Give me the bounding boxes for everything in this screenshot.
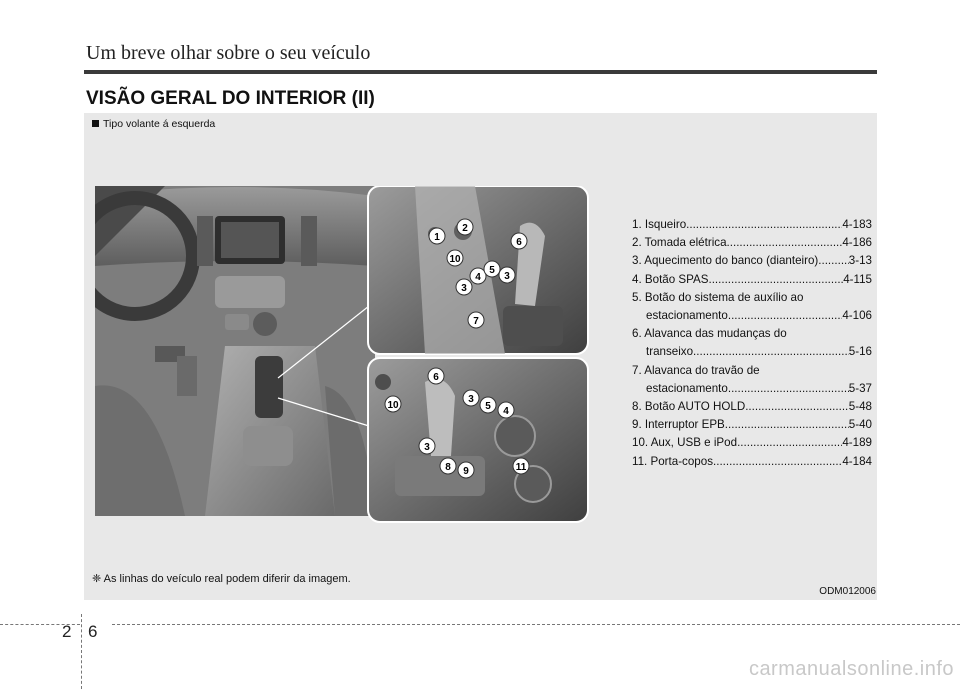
callout: 1	[428, 227, 446, 245]
callout: 11	[512, 457, 530, 475]
item-label: 7. Alavanca do travão de	[632, 363, 760, 377]
item-page: 5-37	[848, 381, 872, 395]
callout-label: 7	[473, 316, 479, 327]
callout-label: 11	[516, 462, 527, 473]
callout: 10	[446, 249, 464, 267]
list-item: 8. Botão AUTO HOLD 5-48	[632, 398, 872, 416]
callout-label: 10	[387, 400, 399, 411]
callout-label: 3	[504, 271, 510, 282]
callout: 5	[479, 396, 497, 414]
chapter-number: 2	[62, 622, 72, 641]
item-page: 3-13	[848, 254, 872, 268]
callout: 2	[456, 218, 474, 236]
callout-label: 3	[461, 283, 467, 294]
list-item: 10. Aux, USB e iPod 4-189	[632, 434, 872, 452]
list-item: 3. Aquecimento do banco (dianteiro) 3-13	[632, 252, 872, 270]
interior-illustration: 1 2 6 10 4 5 3 3 7 6 10 3 5 4 3 8 9 11	[95, 186, 589, 523]
callout: 9	[457, 461, 475, 479]
callout-label: 2	[462, 223, 468, 234]
page-number: 6	[88, 622, 98, 641]
callout: 10	[384, 395, 402, 413]
item-page: 4-183	[842, 218, 872, 231]
callout-label: 5	[489, 265, 495, 276]
callout-label: 5	[485, 401, 491, 412]
callout: 6	[510, 232, 528, 250]
item-label: 2. Tomada elétrica	[632, 236, 727, 250]
callout: 3	[498, 266, 516, 284]
list-item: 2. Tomada elétrica 4-186	[632, 234, 872, 252]
item-page: 4-186	[842, 236, 872, 250]
item-label-cont: estacionamento	[646, 381, 728, 395]
callout-label: 10	[449, 254, 461, 265]
item-label: 6. Alavanca das mudanças do	[632, 327, 787, 341]
item-label-cont: estacionamento	[646, 309, 728, 323]
image-code: ODM012006	[819, 586, 876, 597]
list-item: 7. Alavanca do travão de estacionamento 5…	[632, 362, 872, 398]
item-label: 3. Aquecimento do banco (dianteiro)	[632, 254, 819, 268]
callout-label: 6	[433, 372, 439, 383]
header-rule	[84, 70, 877, 74]
list-item: 6. Alavanca das mudanças do transeixo 5-1…	[632, 325, 872, 361]
callout-label: 8	[445, 462, 451, 473]
callout-label: 9	[463, 466, 469, 477]
callout-label: 1	[434, 232, 440, 243]
item-label-cont: transeixo	[646, 345, 694, 359]
callouts-bottom: 6 10 3 5 4 3 8 9 11	[384, 367, 530, 479]
list-item: 4. Botão SPAS 4-115	[632, 271, 872, 289]
item-list: 1. Isqueiro 4-183 2. Tomada elétrica 4-186…	[632, 216, 872, 471]
item-label: 5. Botão do sistema de auxílio ao	[632, 290, 804, 304]
footer-divider	[0, 624, 80, 625]
item-page: 5-48	[848, 400, 872, 414]
item-label: 1. Isqueiro	[632, 218, 687, 231]
item-page: 4-189	[842, 436, 872, 450]
bullet-square-icon	[92, 120, 99, 127]
panel-note-text: Tipo volante á esquerda	[103, 118, 216, 130]
watermark: carmanualsonline.info	[748, 658, 954, 680]
list-item: 9. Interruptor EPB 5-40	[632, 416, 872, 434]
callout: 3	[418, 437, 436, 455]
gear-console-inset-bottom	[367, 357, 589, 523]
callout-label: 6	[516, 237, 522, 248]
item-label: 9. Interruptor EPB	[632, 418, 725, 432]
callout: 3	[455, 278, 473, 296]
callout: 7	[467, 311, 485, 329]
list-item: 11. Porta-copos 4-184	[632, 453, 872, 471]
footer-divider	[112, 624, 960, 625]
callout: 4	[469, 267, 487, 285]
callout: 3	[462, 389, 480, 407]
callout-label: 4	[503, 406, 509, 417]
footnote: ❈ As linhas do veículo real podem diferi…	[92, 573, 351, 585]
callouts-top: 1 2 6 10 4 5 3 3 7	[428, 218, 528, 329]
item-page: 5-40	[848, 418, 872, 432]
callout-label: 4	[475, 272, 481, 283]
section-title: VISÃO GERAL DO INTERIOR (II)	[86, 88, 375, 109]
item-page: 4-106	[842, 309, 872, 323]
callout: 8	[439, 457, 457, 475]
callout-label: 3	[424, 442, 430, 453]
panel-note: Tipo volante á esquerda	[92, 118, 215, 130]
item-label: 10. Aux, USB e iPod	[632, 436, 738, 450]
list-item: 1. Isqueiro 4-183	[632, 216, 872, 234]
header-title: Um breve olhar sobre o seu veículo	[86, 42, 371, 64]
item-label: 11. Porta-copos	[632, 454, 713, 468]
item-label: 8. Botão AUTO HOLD	[632, 400, 746, 414]
list-item: 5. Botão do sistema de auxílio ao estaci…	[632, 289, 872, 325]
callout: 6	[427, 367, 445, 385]
callout: 5	[483, 260, 501, 278]
item-page: 4-184	[842, 454, 872, 468]
dashboard-image	[95, 186, 375, 516]
item-label: 4. Botão SPAS	[632, 272, 709, 286]
item-page: 4-115	[843, 272, 872, 286]
callout: 4	[497, 401, 515, 419]
footer-divider-vertical	[81, 614, 83, 689]
callout-label: 3	[468, 394, 474, 405]
item-page: 5-16	[848, 345, 872, 359]
